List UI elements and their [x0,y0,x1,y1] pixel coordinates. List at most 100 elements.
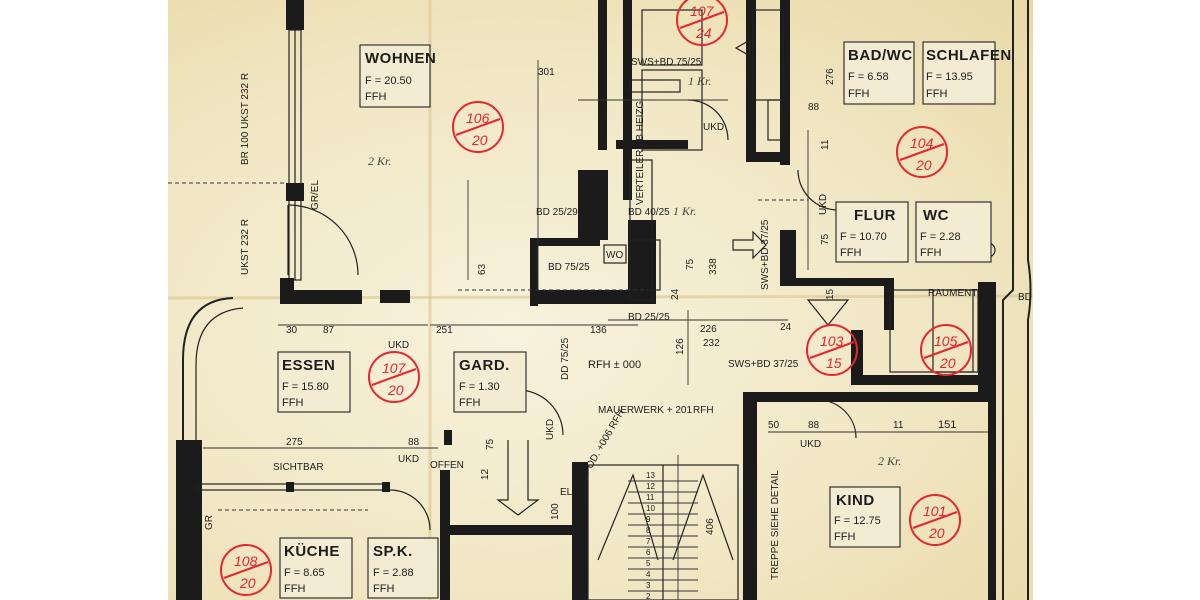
wall [380,290,410,303]
stamp-circle [896,126,948,178]
stamp-circle [909,494,961,546]
dim-63: 63 [477,263,488,275]
dim-338: 338 [708,258,719,275]
dim-75: 75 [685,258,696,270]
label-pod: POD. +006 RFH [581,408,627,477]
arrow-right [732,230,767,260]
door-swing [797,169,839,211]
room-level: FFH [459,397,480,409]
room-level: FFH [373,583,394,595]
stair-step-number: 8 [646,526,651,535]
room-area: F = 12.75 [834,515,881,527]
door-swing [687,99,729,141]
wall [780,230,796,282]
label-br-ukst: BR 100 UKST 232 R [240,73,251,165]
stair-step-number: 13 [646,471,655,480]
dim-100: 100 [550,503,561,520]
stair-step-number: 7 [646,537,651,546]
label-raumentl: RAUMENTL [928,288,983,299]
stair-step-number: 3 [646,581,651,590]
handwritten-note: 1 Kr. [688,74,711,88]
floor-plan-drawing: 13121110987654321 BR 100 UKST 23 [168,0,1033,600]
bath-fixture [641,69,703,151]
wall [988,392,996,600]
wall [978,282,996,392]
dim-88: 88 [408,437,420,448]
dim-15: 15 [825,288,836,300]
label-rfh: RFH ± 000 [588,359,641,371]
stamp-circle [220,544,272,596]
stamp-top: 106 [466,110,490,126]
stamp-top: 107 [690,3,715,19]
stamp-circle [452,101,504,153]
wall [572,462,588,600]
bay-wall-inner [195,307,244,600]
room-tag-box [835,201,909,263]
stamp-bottom: 24 [695,25,712,41]
dim-136: 136 [590,325,607,336]
dim-151: 151 [938,419,956,431]
dim-24b: 24 [670,288,681,300]
room-tag-spk: SP.K. F = 2.88 FFH [367,537,439,599]
dim-251: 251 [436,325,453,336]
dim-12: 12 [480,468,491,480]
label-gr: GR [204,515,215,530]
room-name: KIND [836,492,875,509]
room-area: F = 13.95 [926,71,973,83]
label-bd-25-29: BD 25/29 [536,207,578,218]
room-level: FFH [282,397,303,409]
stair-step-number: 11 [646,493,655,502]
label-sichtbar: SICHTBAR [273,462,324,473]
room-area: F = 2.28 [920,231,961,243]
room-tag-box [277,351,351,413]
wall [280,278,362,304]
room-tag-bad: BAD/WC F = 6.58 FFH [843,41,915,105]
stair-arrow [597,473,659,561]
shaft [629,79,681,93]
wall [598,0,607,150]
wall [851,375,994,385]
dim-75b: 75 [485,438,496,450]
stamp-bottom: 20 [915,157,932,173]
stair-arrow [672,473,734,561]
stamp-top: 103 [820,333,844,349]
label-treppe: TREPPE SIEHE DETAIL [770,470,781,580]
stair-step-number: 6 [646,548,651,557]
stamp-top: 105 [934,333,958,349]
stamp-bottom: 20 [471,132,488,148]
wo-box [603,244,627,264]
bathtub [752,9,784,101]
room-tag-box [279,537,353,599]
label-bd-25-25: BD 25/25 [628,312,670,323]
wall [746,0,756,160]
wall [176,440,202,600]
dim-75c: 75 [820,233,831,245]
dim-11: 11 [820,139,831,150]
wall [616,140,688,149]
stamp-divider [809,341,855,359]
outer-wall-right-2 [1027,0,1032,600]
stamp-circle [676,0,728,46]
wall [743,392,995,402]
outer-wall-right [1002,0,1014,600]
dim-226: 226 [700,324,717,335]
label-ukst: UKST 232 R [240,219,251,275]
utility-room [889,289,979,373]
room-tag-wohnen: WOHNEN F = 20.50 FFH [359,44,436,108]
handwritten-note: 2 Kr. [368,154,391,168]
distribution-box [629,159,653,301]
room-name: ESSEN [282,357,335,374]
dim-88c: 88 [808,420,820,431]
dim-275: 275 [286,437,303,448]
stamp-divider [223,561,269,579]
room-tag-box [843,41,915,105]
room-area: F = 1.30 [459,381,500,393]
handwritten-note: 1 Kr. [673,204,696,218]
stair-step-number: 2 [646,592,651,600]
label-ukd-2: UKD [388,340,409,351]
room-area: F = 20.50 [365,75,412,87]
room-area: F = 15.80 [282,381,329,393]
